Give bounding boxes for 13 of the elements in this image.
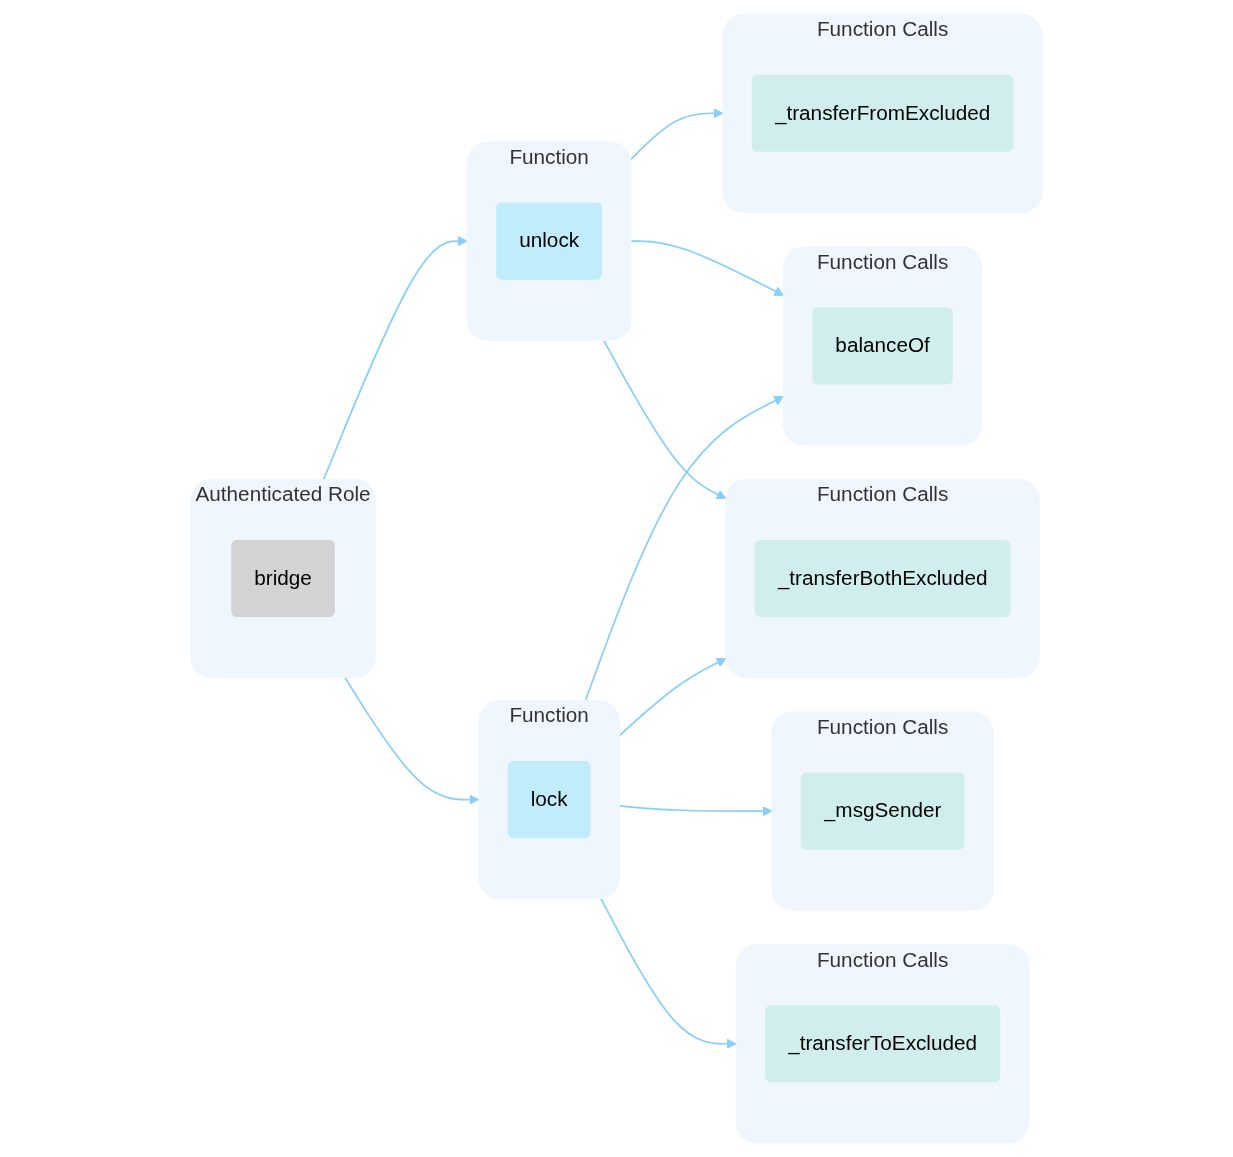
- arrow: [630, 240, 784, 296]
- arrow: [630, 108, 724, 161]
- node-box: _transferToExcluded: [765, 1005, 1001, 1083]
- node-box: _transferBothExcluded: [754, 539, 1011, 618]
- node-box: unlock: [496, 202, 603, 280]
- node-box: lock: [507, 761, 591, 839]
- node-box: balanceOf: [812, 307, 953, 385]
- node-box: _msgSender: [800, 772, 965, 850]
- arrow: [584, 395, 784, 702]
- arrow: [322, 236, 468, 481]
- node-box: _transferFromExcluded: [751, 74, 1014, 152]
- arrow: [600, 897, 737, 1049]
- node-box: bridge: [231, 539, 335, 618]
